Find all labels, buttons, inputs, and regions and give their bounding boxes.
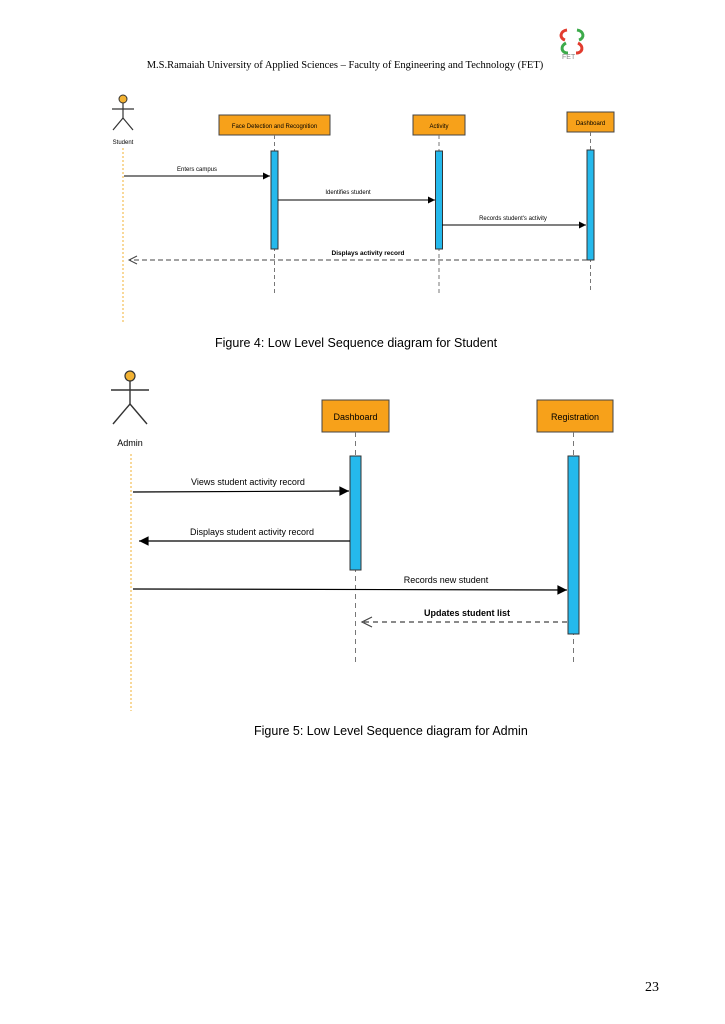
message-label: Enters campus [177,167,217,173]
sequence-diagram-student: Student Face Detection and Recognition A… [112,94,615,324]
return-arrowhead [127,255,138,265]
activation-bar [270,150,279,250]
figure-4-caption: Figure 4: Low Level Sequence diagram for… [215,336,498,350]
lifeline-label: Activity [429,124,448,130]
message-label: Identifies student [325,190,371,196]
lifeline-label: Dashboard [576,121,605,127]
lifeline-box-dashboard [321,399,390,433]
admin-actor-icon [111,370,149,425]
university-logo-icon [559,28,585,55]
page-number: 23 [645,980,659,995]
actor-label: Admin [117,438,143,448]
lifeline-label: Dashboard [333,412,377,422]
activation-bar [567,455,580,635]
actor-label: Student [113,140,134,146]
message-label: Records student's activity [479,216,547,222]
logo-text: FET [562,54,576,61]
sequence-diagram-admin: Admin Dashboard Registration Views stude… [111,370,614,711]
lifeline-label: Registration [551,412,599,422]
activation-bar [586,149,595,261]
message-arrow [132,585,568,595]
message-label: Displays student activity record [190,527,314,537]
activation-bar [435,150,443,250]
message-label: Updates student list [424,608,510,618]
return-arrowhead [360,616,373,628]
message-label: Views student activity record [191,477,305,487]
student-actor-icon [112,94,134,131]
lifeline-label: Face Detection and Recognition [232,124,317,130]
message-arrow [132,486,350,496]
activation-bar [349,455,362,571]
message-label: Displays activity record [332,250,405,257]
message-label: Records new student [404,575,489,585]
figure-5-caption: Figure 5: Low Level Sequence diagram for… [254,724,528,738]
page-header: M.S.Ramaiah University of Applied Scienc… [146,60,544,71]
lifeline-box-registration [536,399,614,433]
